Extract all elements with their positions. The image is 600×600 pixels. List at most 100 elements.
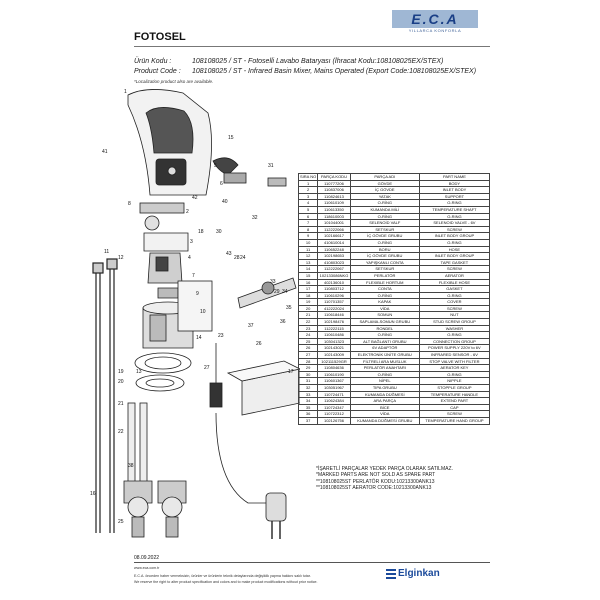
cell-name-en: INLET BODY xyxy=(418,186,491,194)
callout-10: 10 xyxy=(200,309,206,315)
cell-no: 28 xyxy=(297,357,319,366)
callout-15: 15 xyxy=(228,135,234,141)
cell-code: 102198653 xyxy=(317,252,351,260)
cell-code: 101044001 xyxy=(317,219,351,227)
cell-code: 412222024 xyxy=(317,304,351,313)
cell-no: 16 xyxy=(297,278,319,287)
product-code-tr: Ürün Kodu :108108025 / ST - Fotoselli La… xyxy=(134,58,443,65)
cell-name-tr: ELEKTRONİK ÜNİTE GRUBU xyxy=(349,351,420,359)
cell-name-tr: O-RİNG xyxy=(349,370,420,379)
cell-no: 34 xyxy=(297,397,319,405)
cell-name-en: NIPPLE xyxy=(418,377,491,385)
callout-23: 23 xyxy=(218,333,224,339)
cell-no: 9 xyxy=(297,232,319,240)
cell-code: 110624384 xyxy=(317,397,351,405)
callout-28: 28 xyxy=(234,255,240,261)
callout-13: 13 xyxy=(136,369,142,375)
callout-31: 31 xyxy=(268,163,274,169)
callout-2: 2 xyxy=(186,209,189,215)
cell-no: 12 xyxy=(297,252,319,260)
page-title: FOTOSEL xyxy=(134,31,186,43)
cell-no: 33 xyxy=(297,390,319,399)
cell-name-tr: VİDA xyxy=(349,410,420,418)
column-header-name-en: PART NAME xyxy=(418,173,491,181)
cell-name-tr: SETSKUR xyxy=(349,225,420,234)
note-line-2: *MARKED PARTS ARE NOT SOLD AS SPARE PART xyxy=(316,472,436,479)
cell-name-en: AERATOR KEY xyxy=(418,364,491,372)
cell-name-tr: CONTA xyxy=(349,285,420,293)
column-header-no: SIRA NO xyxy=(297,173,319,181)
cell-no: 30 xyxy=(297,370,319,379)
callout-9: 9 xyxy=(196,291,199,297)
elginkan-logo-icon xyxy=(386,569,396,579)
cell-code: 110601367 xyxy=(317,377,351,385)
cell-name-tr: O-RİNG xyxy=(349,199,420,207)
footer-website: www.eca.com.tr xyxy=(134,566,160,570)
studs-drawing xyxy=(127,402,148,484)
callout-12: 12 xyxy=(118,255,124,261)
cell-code: 110824613 xyxy=(317,192,351,201)
cell-name-tr: O-RİNG xyxy=(349,238,420,247)
cell-code: 102111529GR xyxy=(317,357,351,366)
cell-name-tr: BORU xyxy=(349,245,420,254)
column-header-name-tr: PARÇA ADI xyxy=(349,173,420,181)
power-adapter-drawing xyxy=(265,492,287,539)
cell-no: 27 xyxy=(297,351,319,359)
cell-code: 102133086NKG xyxy=(317,271,351,280)
faucet-body-drawing xyxy=(127,89,212,196)
cell-code: 110803712 xyxy=(317,285,351,293)
side-valve-drawing xyxy=(212,157,297,309)
cell-name-tr: O-RİNG xyxy=(349,291,420,300)
cell-code: 110777206 xyxy=(317,179,351,188)
cell-name-tr: SAPLAMA-SOMUN GRUBU xyxy=(349,318,420,326)
cell-name-tr: ARA PARÇA xyxy=(349,397,420,405)
callout-34: 34 xyxy=(282,289,288,295)
cell-no: 19 xyxy=(297,298,319,306)
callout-4: 4 xyxy=(188,255,191,261)
gasket-drawing xyxy=(134,352,192,392)
cell-name-en: GASKET xyxy=(418,285,491,293)
callout-29: 29 xyxy=(274,289,280,295)
cell-no: 37 xyxy=(297,416,319,425)
callout-21: 21 xyxy=(118,401,124,407)
callout-40: 40 xyxy=(222,199,228,205)
product-code-tr-label: Ürün Kodu : xyxy=(134,58,172,65)
callout-43: 43 xyxy=(226,251,232,257)
cell-no: 1 xyxy=(297,179,319,188)
cell-name-tr: FLEXIBLE HORTUM xyxy=(349,278,420,287)
cell-name-en: O-RING xyxy=(418,291,491,300)
callout-14: 14 xyxy=(196,335,202,341)
cell-name-tr: NİPEL xyxy=(349,377,420,385)
cell-no: 22 xyxy=(297,318,319,326)
cell-no: 35 xyxy=(297,403,319,412)
parts-table-header-row: SIRA NO PARÇA KODU PARÇA ADI PART NAME xyxy=(297,173,491,181)
cell-name-en: O-RING xyxy=(418,212,491,221)
cell-code: 110701357 xyxy=(317,298,351,306)
cell-name-en: INFRARED SENSOR - 6V xyxy=(418,351,491,359)
cell-name-en: TEMPERATURE HANDLE xyxy=(418,390,491,399)
eca-logo: E.C.A YILLARCA KONFORLA xyxy=(392,10,478,36)
cell-code: 410610014 xyxy=(317,238,351,247)
callout-6: 6 xyxy=(220,181,223,187)
footer-disclaimer-en: We reserve the right to alter product sp… xyxy=(134,580,318,584)
flexible-hoses-drawing xyxy=(92,258,118,533)
cell-name-en: SCREW xyxy=(418,410,491,418)
electronic-unit-drawing xyxy=(209,343,300,504)
localization-note: *Localization product also are available… xyxy=(134,79,214,84)
